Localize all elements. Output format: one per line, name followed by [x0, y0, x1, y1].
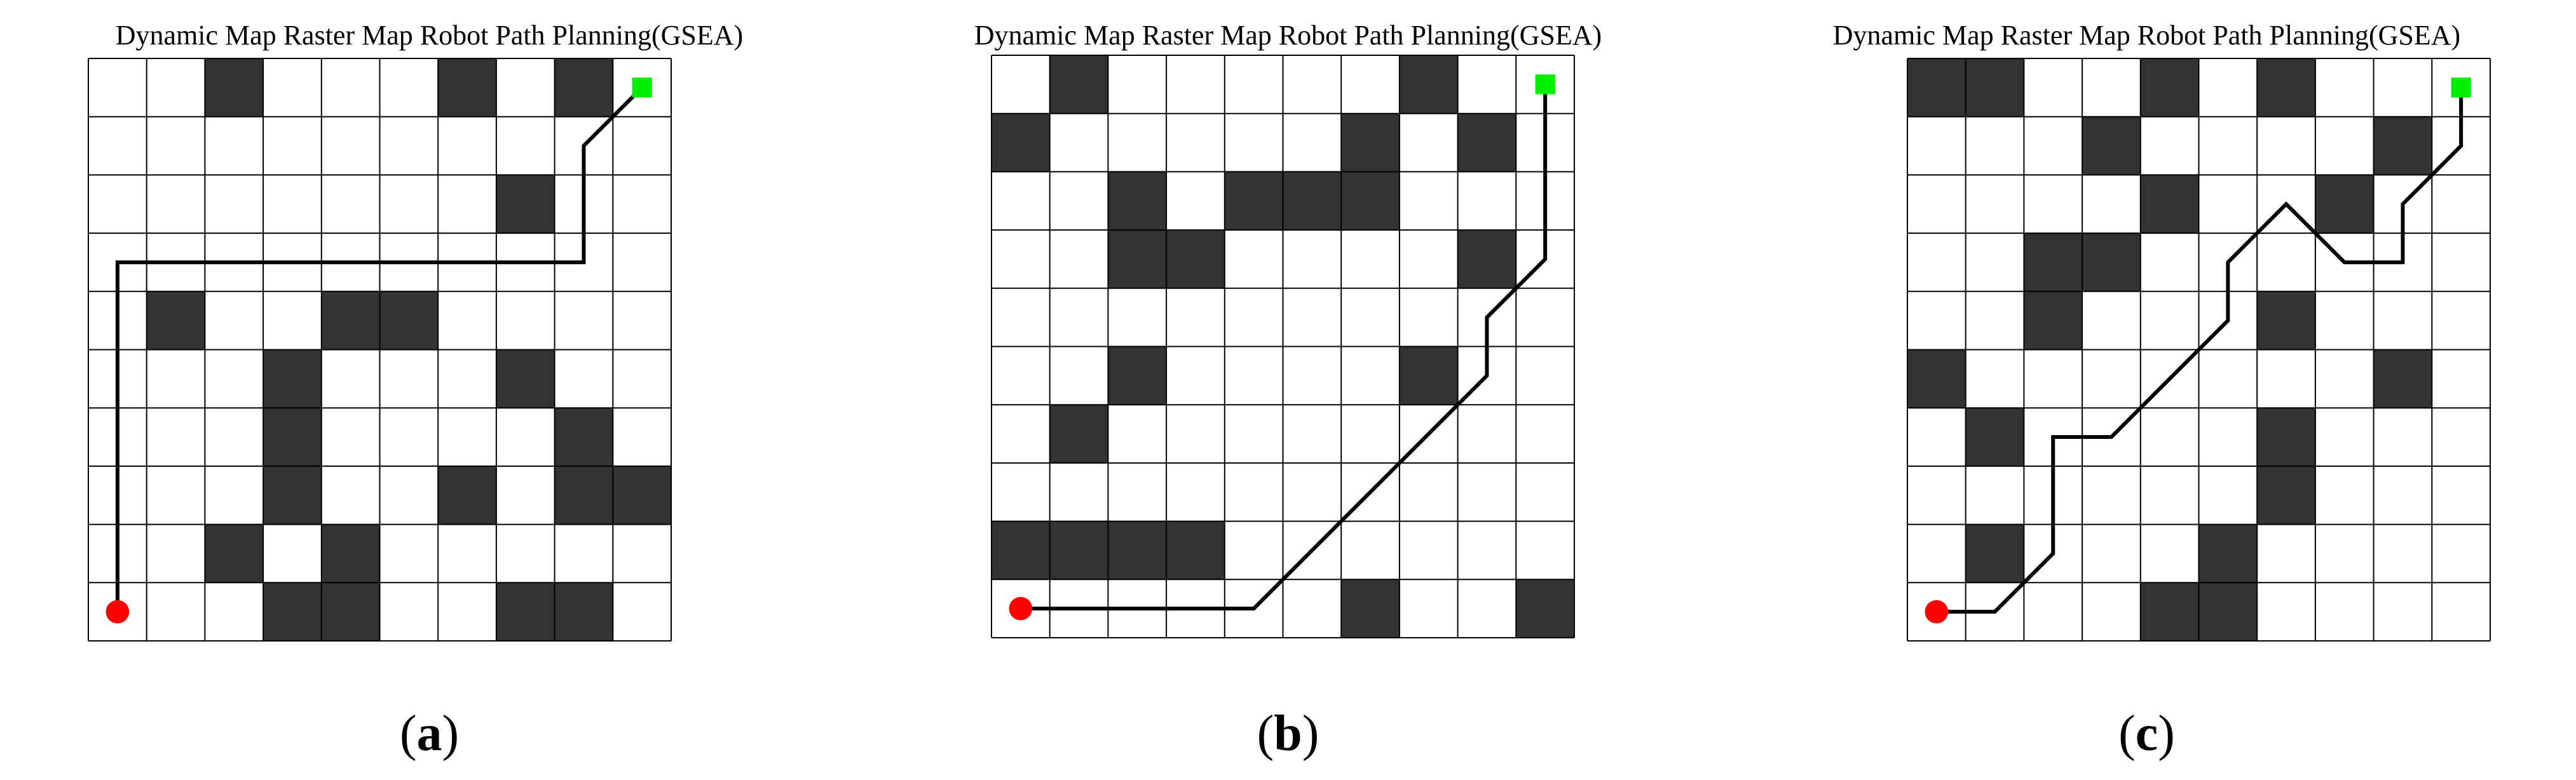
panel-a: Dynamic Map Raster Map Robot Path Planni…: [0, 0, 859, 780]
panel-c-label: c: [2135, 706, 2158, 762]
obstacle-cell: [321, 291, 380, 350]
start-point: [1925, 600, 1949, 624]
obstacle-cell: [2140, 175, 2199, 234]
obstacle-cell: [1907, 58, 1966, 117]
obstacle-cell: [2373, 116, 2432, 175]
obstacle-cell: [1108, 230, 1167, 288]
obstacle-cell: [1108, 521, 1167, 580]
obstacle-cell: [2082, 116, 2141, 175]
obstacle-cell: [438, 58, 496, 117]
obstacle-cell: [438, 466, 496, 525]
obstacle-cell: [2198, 524, 2258, 583]
obstacle-cell: [263, 408, 322, 466]
obstacle-cell: [1049, 405, 1108, 463]
obstacle-cell: [1341, 113, 1400, 172]
goal-point: [1535, 74, 1555, 95]
obstacle-cell: [1457, 113, 1516, 172]
panel-b-title: Dynamic Map Raster Map Robot Path Planni…: [974, 20, 1602, 51]
panel-a-title: Dynamic Map Raster Map Robot Path Planni…: [115, 20, 744, 51]
obstacle-cell: [205, 524, 264, 583]
obstacle-cell: [1341, 579, 1400, 638]
start-point: [1009, 596, 1033, 621]
obstacle-cell: [263, 582, 322, 641]
obstacle-cell: [1907, 349, 1966, 408]
obstacle-cell: [1049, 55, 1108, 114]
panel-a-caption: (a): [399, 706, 460, 762]
obstacle-cell: [1108, 171, 1167, 231]
obstacle-cell: [2373, 349, 2432, 408]
obstacle-cell: [1399, 55, 1458, 114]
obstacle-cell: [2257, 291, 2315, 350]
obstacle-cell: [2257, 466, 2315, 525]
panel-c: Dynamic Map Raster Map Robot Path Planni…: [1717, 0, 2576, 780]
panel-b-label: b: [1274, 706, 1302, 762]
obstacle-cell: [1399, 346, 1458, 405]
obstacle-cell: [321, 582, 380, 641]
obstacle-cell: [496, 349, 555, 408]
obstacle-cell: [2140, 58, 2199, 117]
robot-path: [1936, 87, 2464, 614]
goal-point: [632, 77, 652, 98]
obstacle-cell: [2257, 408, 2315, 466]
robot-path: [115, 86, 644, 612]
obstacle-cell: [992, 113, 1050, 172]
obstacle-cell: [554, 582, 613, 641]
obstacle-cell: [554, 58, 613, 117]
obstacle-cell: [263, 466, 322, 525]
obstacle-cell: [1965, 524, 2024, 583]
obstacle-cell: [1283, 171, 1342, 231]
obstacle-cell: [496, 175, 555, 234]
obstacle-cell: [554, 466, 613, 525]
obstacle-cell: [2024, 233, 2083, 292]
start-point: [106, 600, 130, 624]
obstacle-cell: [1224, 171, 1283, 231]
obstacle-cell: [205, 58, 264, 117]
obstacle-cell: [2198, 582, 2258, 641]
obstacle-cell: [1341, 171, 1400, 231]
obstacle-cell: [613, 466, 671, 525]
obstacle-cell: [1166, 521, 1225, 580]
obstacle-cell: [1166, 230, 1225, 288]
obstacle-cell: [2024, 291, 2083, 350]
robot-path: [1020, 84, 1548, 611]
goal-point: [2451, 77, 2471, 98]
panel-c-title: Dynamic Map Raster Map Robot Path Planni…: [1832, 20, 2461, 51]
obstacle-cell: [1965, 58, 2024, 117]
obstacle-cell: [496, 582, 555, 641]
obstacle-cell: [146, 291, 205, 350]
panel-a-label: a: [416, 706, 442, 762]
panel-b-grid-map: [991, 55, 1575, 638]
obstacle-cell: [1965, 408, 2024, 466]
obstacle-cell: [2257, 58, 2315, 117]
obstacle-cell: [554, 408, 613, 466]
obstacle-cell: [2140, 582, 2199, 641]
panel-c-grid-map: [1907, 58, 2491, 642]
obstacle-cell: [2315, 175, 2374, 234]
obstacle-cell: [2082, 233, 2141, 292]
obstacle-cell: [1516, 579, 1574, 638]
panel-b-caption: (b): [1257, 706, 1319, 762]
obstacle-cell: [321, 524, 380, 583]
obstacle-cell: [992, 521, 1050, 580]
panel-c-caption: (c): [2118, 706, 2175, 762]
obstacle-cell: [263, 349, 322, 408]
obstacle-cell: [1457, 230, 1516, 288]
obstacle-cell: [1108, 346, 1167, 405]
obstacle-cell: [379, 291, 439, 350]
panel-b: Dynamic Map Raster Map Robot Path Planni…: [859, 0, 1717, 780]
obstacle-cell: [1049, 521, 1108, 580]
panel-a-grid-map: [88, 58, 672, 642]
